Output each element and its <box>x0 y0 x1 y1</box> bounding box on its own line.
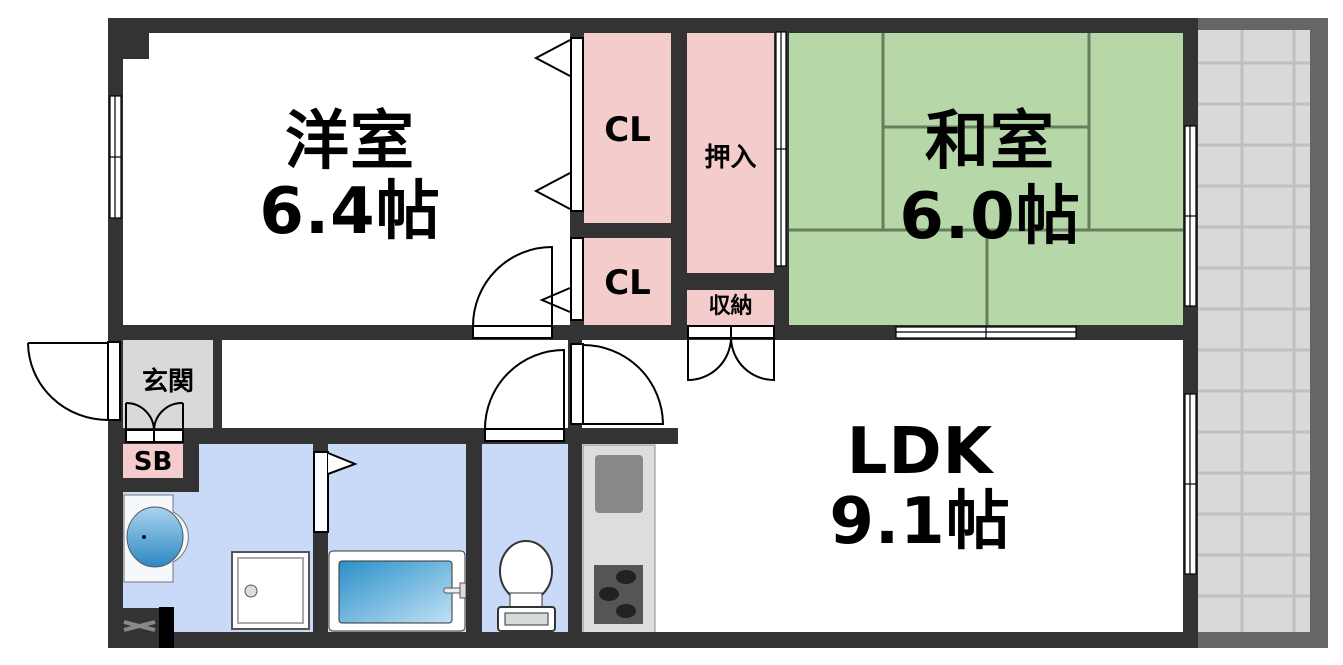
room-ldk <box>582 340 1183 632</box>
room-label-ldk-size: 9.1帖 <box>829 485 1011 559</box>
room-label-ldk-name: LDK <box>846 415 994 489</box>
room-label-western-name: 洋室 <box>285 105 415 179</box>
room-entrance <box>123 340 213 430</box>
room-label-closet-upper: CL <box>604 110 651 150</box>
room-oshiire <box>687 33 774 273</box>
room-label-oshiire: 押入 <box>704 143 757 173</box>
toilet-icon <box>497 540 556 632</box>
doors[interactable] <box>27 37 775 533</box>
room-label-japanese-name: 和室 <box>925 105 1055 179</box>
room-label-closet-lower: CL <box>604 263 651 303</box>
room-western <box>123 33 570 325</box>
kitchen-counter <box>582 444 656 634</box>
window <box>109 31 1197 575</box>
balcony <box>1190 18 1328 648</box>
room-label-japanese-size: 6.0帖 <box>899 180 1081 254</box>
room-label-entrance: 玄関 <box>141 367 194 397</box>
room-label-storage: 収納 <box>708 294 753 319</box>
room-closet-upper <box>584 33 671 223</box>
sink-icon <box>595 455 643 513</box>
room-japanese <box>789 33 1183 325</box>
room-label-shoe-box: SB <box>133 447 173 477</box>
room-label-western-size: 6.4帖 <box>259 175 441 249</box>
bathtub-icon <box>328 550 467 632</box>
vent-icon <box>123 620 156 632</box>
washbasin-icon <box>123 494 189 583</box>
room-storage <box>687 290 774 325</box>
room-closet-lower <box>584 238 671 325</box>
washing-machine-icon <box>231 551 310 630</box>
